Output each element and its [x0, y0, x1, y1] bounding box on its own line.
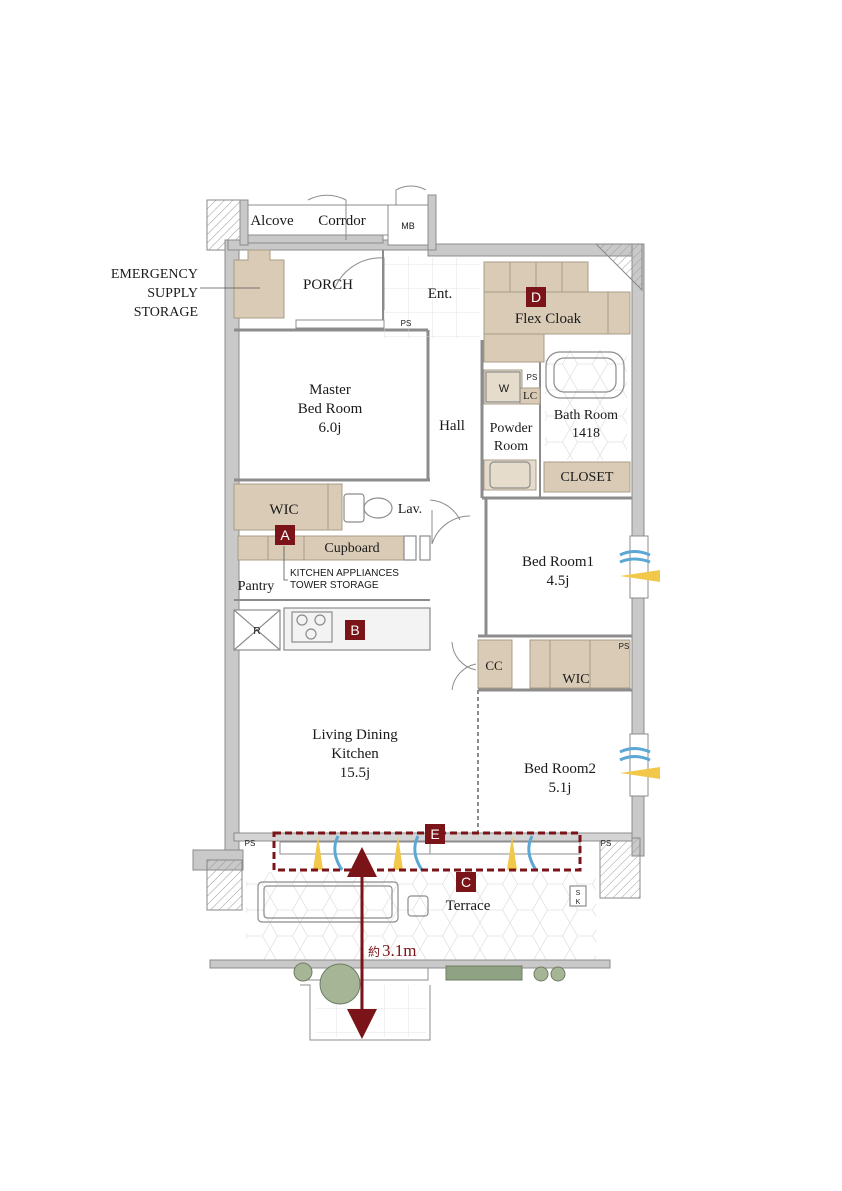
emergency-storage-shape	[233, 249, 285, 319]
toilet-tank	[343, 493, 365, 523]
label-refrigerator: R	[253, 626, 260, 637]
walls	[192, 194, 645, 911]
label-master-bed-2: Bed Room	[298, 401, 363, 417]
closet-shape	[543, 461, 631, 493]
ventilation-indicators	[313, 550, 660, 871]
label-porch: PORCH	[303, 277, 353, 293]
label-sk-2: K	[576, 899, 581, 906]
marker-a: A	[275, 525, 295, 545]
label-bed2: Bed Room2	[524, 761, 596, 777]
sink-powder	[489, 461, 531, 489]
label-emergency-1: EMERGENCY	[111, 267, 198, 282]
door-swings	[307, 185, 477, 691]
label-bed1-size: 4.5j	[547, 573, 570, 589]
dimension-label: 約 3.1m	[368, 941, 416, 960]
label-wic-bed2: WIC	[562, 672, 589, 687]
label-master-bed-size: 6.0j	[319, 420, 342, 436]
marker-e: E	[425, 824, 445, 844]
label-ps-porch: PS	[401, 319, 412, 328]
label-hall: Hall	[439, 418, 465, 434]
sk-box	[569, 885, 587, 907]
emergency-callout: EMERGENCY SUPPLY STORAGE	[111, 267, 198, 320]
dimension-value: 3.1m	[382, 941, 416, 960]
label-appliances-2: TOWER STORAGE	[290, 580, 379, 591]
label-flex-cloak: Flex Cloak	[515, 311, 582, 327]
label-cc: CC	[485, 658, 502, 673]
label-entrance: Ent.	[428, 286, 453, 302]
marker-c: C	[456, 872, 476, 892]
cc-shape	[477, 639, 513, 689]
wic-bed2-shape	[529, 639, 631, 689]
label-ps-right: PS	[601, 839, 612, 848]
label-ldk-1: Living Dining	[312, 727, 398, 743]
toilet-bowl	[363, 497, 393, 519]
label-bed2-size: 5.1j	[549, 780, 572, 796]
label-emergency-3: STORAGE	[134, 305, 198, 320]
washing-machine	[485, 371, 521, 403]
label-w: W	[499, 383, 510, 395]
label-closet: CLOSET	[561, 470, 614, 485]
svg-text:A: A	[280, 527, 290, 543]
svg-text:E: E	[430, 826, 439, 842]
label-lavatory: Lav.	[398, 502, 422, 517]
marker-b: B	[345, 620, 365, 640]
label-appliances-1: KITCHEN APPLIANCES	[290, 568, 399, 579]
label-emergency-2: SUPPLY	[147, 286, 198, 301]
label-ldk-2: Kitchen	[331, 746, 379, 762]
dimension-prefix: 約	[368, 944, 380, 959]
label-master-bed-1: Master	[309, 382, 351, 398]
label-ps-left: PS	[245, 839, 256, 848]
label-powder-1: Powder	[490, 421, 533, 436]
label-wic-master: WIC	[269, 502, 298, 518]
marker-e-outline	[272, 831, 582, 872]
outdoor-stool	[407, 895, 429, 917]
label-bed1: Bed Room1	[522, 554, 594, 570]
svg-text:D: D	[531, 289, 541, 305]
label-bath-size: 1418	[572, 426, 600, 441]
label-alcove: Alcove	[250, 213, 294, 229]
label-ps-bed2: PS	[619, 642, 630, 651]
label-corridor: Corrdor	[318, 213, 366, 229]
cooktop	[291, 611, 333, 643]
label-ps-bath: PS	[527, 373, 538, 382]
svg-text:C: C	[461, 874, 471, 890]
label-powder-2: Room	[494, 439, 528, 454]
room-labels: Alcove Corrdor MB PORCH Ent. Flex Cloak …	[238, 213, 630, 914]
wic-master-shape	[233, 483, 329, 531]
label-terrace: Terrace	[446, 898, 491, 914]
label-cupboard: Cupboard	[324, 541, 379, 556]
storage-areas	[233, 249, 631, 689]
label-pantry: Pantry	[238, 579, 275, 594]
label-sk-1: S	[576, 890, 581, 897]
bathtub	[545, 351, 625, 399]
marker-d: D	[526, 287, 546, 307]
bench	[257, 881, 399, 923]
appliances-leader	[283, 546, 288, 581]
label-ldk-size: 15.5j	[340, 765, 370, 781]
label-lc: LC	[523, 390, 537, 402]
label-bath-room: Bath Room	[554, 408, 618, 423]
svg-text:B: B	[350, 622, 359, 638]
label-mb: MB	[401, 221, 415, 231]
